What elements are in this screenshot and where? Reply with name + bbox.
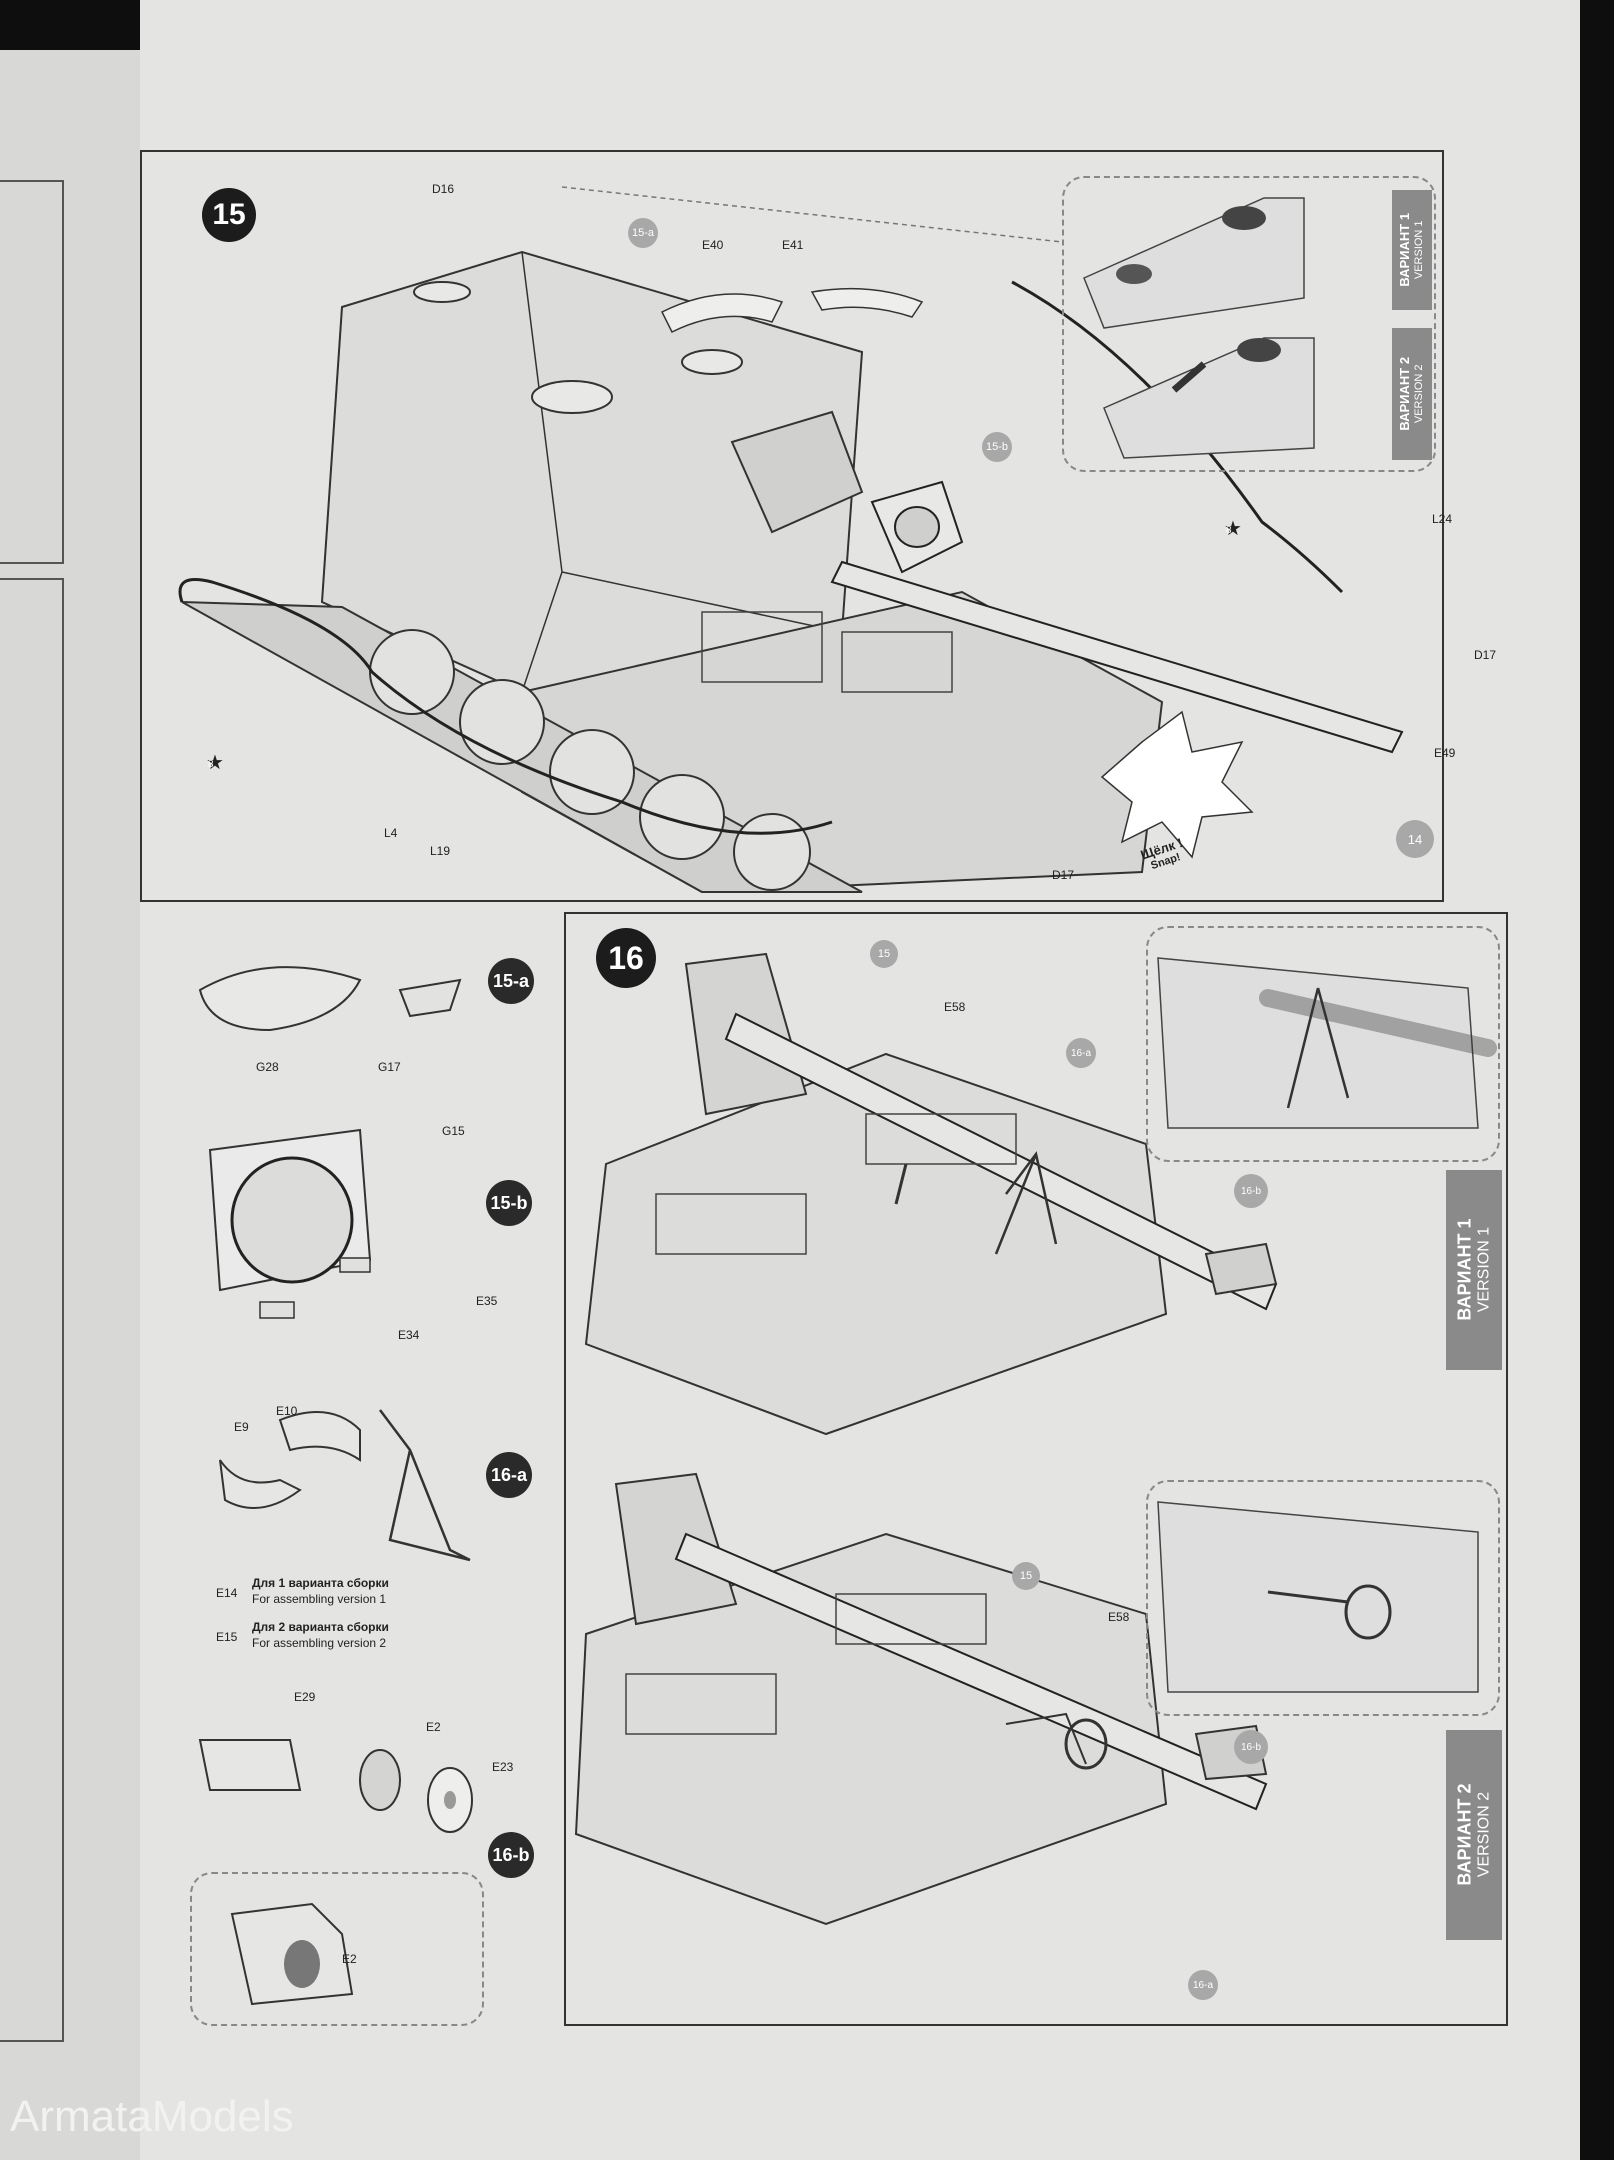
part-G15: G15	[442, 1124, 465, 1138]
subassembly-15b-badge: 15-b	[486, 1180, 532, 1226]
inset-version-2-drawing	[1157, 1501, 1479, 1693]
part-E9: E9	[234, 1420, 249, 1434]
left-page-frame-top	[0, 180, 64, 564]
subassembly-16b-drawing	[198, 1739, 473, 1833]
part-E10: E10	[276, 1404, 298, 1418]
ref-badge-15-top: 15	[870, 940, 898, 968]
label-E49: E49	[1434, 746, 1456, 760]
step-16-version-2-illustration	[574, 1472, 1268, 1926]
ref-badge-16a-top: 16-a	[1066, 1038, 1096, 1068]
subassembly-16a-badge: 16-a	[486, 1452, 532, 1498]
ref-badge-14: 14	[1396, 820, 1434, 858]
subassembly-16b-inset-drawing	[230, 1902, 354, 2006]
label-D17-right: D17	[1474, 648, 1497, 662]
subassembly-15b: G15 E35 E34 15-b	[180, 1110, 660, 1342]
label-E58-top: E58	[944, 1000, 966, 1014]
note-version-1: Для 1 варианта сборки For assembling ver…	[252, 1576, 389, 1607]
label-E58-bottom: E58	[1108, 1610, 1130, 1624]
label-E40: E40	[702, 238, 724, 252]
subassembly-16a: E9 E10 16-a E14 Для 1 варианта сборки Fo…	[180, 1390, 660, 1670]
ref-badge-15a: 15-a	[628, 218, 658, 248]
step-15-frame: 15	[140, 150, 1496, 902]
note-version-1-en: For assembling version 1	[252, 1591, 387, 1606]
part-E35: E35	[476, 1294, 498, 1308]
part-E15: E15	[216, 1630, 238, 1644]
ref-badge-15-bottom: 15	[1012, 1562, 1040, 1590]
ref-badge-16a-bottom: 16-a	[1188, 1970, 1218, 2000]
label-D17-bottom: D17	[1052, 868, 1075, 882]
note-version-2: Для 2 варианта сборки For assembling ver…	[252, 1620, 389, 1651]
note-version-1-ru: Для 1 варианта сборки	[252, 1576, 389, 1590]
step-15-number: 15	[202, 188, 256, 242]
subassembly-16a-drawing	[219, 1409, 471, 1562]
part-E2: E2	[426, 1720, 441, 1734]
watermark: ArmataModels	[10, 2092, 294, 2141]
label-L19: L19	[430, 844, 451, 858]
subassembly-16b-badge: 16-b	[488, 1832, 534, 1878]
label-L24: L24	[1432, 512, 1453, 526]
left-page-frame-bottom	[0, 578, 64, 2042]
subassembly-16b-inset: E2	[190, 1872, 484, 2026]
step-16-inset-version-2	[1146, 1480, 1500, 1716]
subassembly-15a-drawing	[198, 966, 462, 1032]
left-page-edge	[0, 50, 140, 2160]
part-G28: G28	[256, 1060, 279, 1074]
ref-badge-16b-bottom: 16-b	[1234, 1730, 1268, 1764]
step-16-inset-version-1	[1146, 926, 1500, 1162]
subassembly-15b-drawing	[208, 1128, 372, 1319]
subassembly-15a: G28 G17 15-a	[180, 940, 660, 1090]
reference-star-left: ★8	[206, 752, 224, 774]
label-E41: E41	[782, 238, 804, 252]
ref-badge-15b: 15-b	[982, 432, 1012, 462]
label-L4: L4	[384, 826, 398, 840]
inset-hatch-details	[1083, 197, 1315, 459]
inset-version-1-drawing	[1157, 957, 1497, 1129]
note-version-2-en: For assembling version 2	[252, 1635, 387, 1650]
part-E23: E23	[492, 1760, 514, 1774]
part-E34: E34	[398, 1328, 420, 1342]
part-E2-inset: E2	[342, 1952, 357, 1966]
part-E29: E29	[294, 1690, 316, 1704]
step-16-number: 16	[596, 928, 656, 988]
step-16-version-1-illustration	[584, 952, 1278, 1436]
instruction-page: 15	[140, 0, 1580, 2160]
reference-star-right: ★8	[1224, 518, 1242, 540]
subassembly-15a-badge: 15-a	[488, 958, 534, 1004]
subassembly-16b: E29 E2 E23 16-b	[180, 1690, 660, 1890]
part-E14: E14	[216, 1586, 238, 1600]
step-15-vehicle-illustration	[178, 186, 1404, 894]
note-version-2-ru: Для 2 варианта сборки	[252, 1620, 389, 1634]
label-D16: D16	[432, 182, 455, 196]
step-16-frame: 16 15 E58 16-a 16-b 15 E58 16-b 1	[564, 912, 1508, 2026]
ref-badge-16b-top: 16-b	[1234, 1174, 1268, 1208]
part-G17: G17	[378, 1060, 401, 1074]
